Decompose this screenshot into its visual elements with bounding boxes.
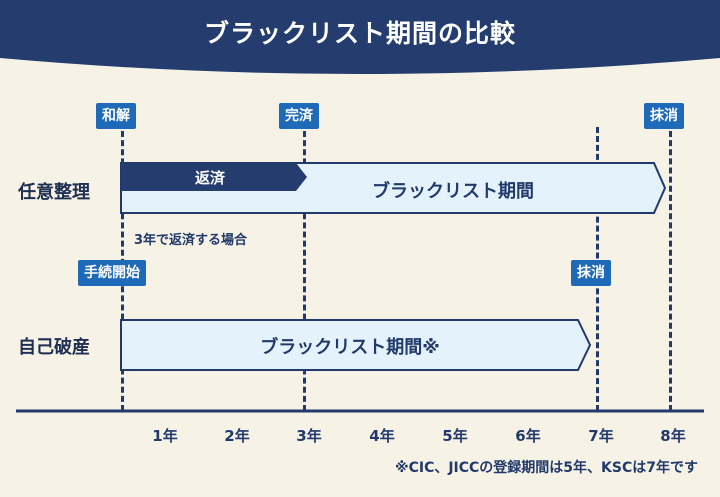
completion-line (303, 131, 306, 411)
page-title: ブラックリスト期間の比較 (203, 19, 516, 48)
voluntary-blacklist-label: ブラックリスト期間 (372, 181, 534, 202)
bankruptcy-blacklist-label: ブラックリスト期間※ (260, 337, 440, 358)
year-label-8: 8年 (660, 427, 686, 445)
repay-label: 返済 (194, 169, 225, 187)
footnote: ※CIC、JICCの登録期間は5年、KSCは7年です (394, 460, 698, 476)
settlement-tag: 和解 (96, 103, 136, 129)
repay-note: 3年で返済する場合 (134, 233, 248, 248)
year-label-5: 5年 (442, 427, 468, 445)
year-label-2: 2年 (224, 427, 250, 445)
completion-tag: 完済 (279, 103, 319, 129)
year-label-7: 7年 (588, 427, 614, 445)
voluntary-row-label: 任意整理 (18, 182, 90, 203)
year-label-1: 1年 (152, 427, 178, 445)
year-label-6: 6年 (515, 427, 541, 445)
year-label-3: 3年 (296, 427, 322, 445)
voluntary-erasure-tag: 抹消 (644, 103, 684, 129)
bankruptcy-row-label: 自己破産 (18, 337, 90, 358)
year-label-4: 4年 (369, 427, 395, 445)
header-shape (0, 0, 720, 74)
bankruptcy-erasure-tag: 抹消 (571, 260, 611, 286)
bankruptcy-start-tag: 手続開始 (78, 260, 146, 286)
voluntary-erasure-line (669, 131, 672, 411)
header-banner: ブラックリスト期間の比較 (0, 0, 720, 80)
